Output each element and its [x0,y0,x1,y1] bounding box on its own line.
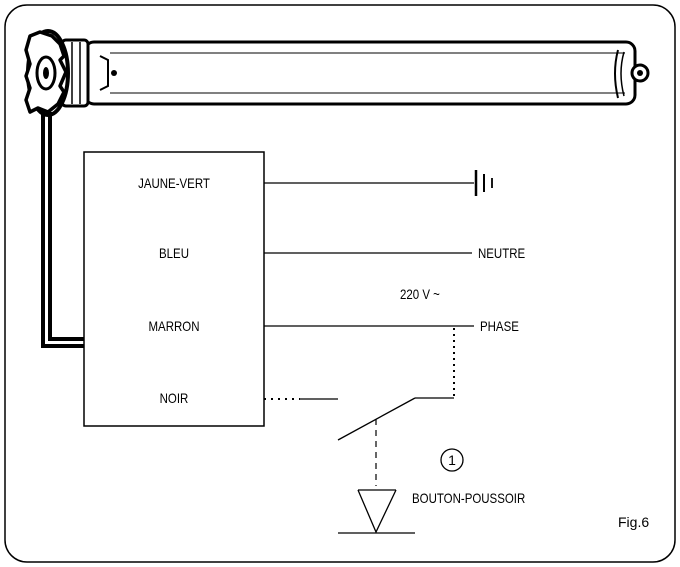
figure-caption: Fig.6 [618,514,649,530]
wire-label-marron: MARRON [148,318,199,334]
wire-label-bleu: BLEU [159,245,189,261]
motor-crown [24,29,117,117]
voltage-label: 220 V ~ [400,286,440,302]
tubular-motor [24,29,650,117]
neutral-label: NEUTRE [478,245,525,261]
push-button-circuit [264,328,455,534]
item-number: 1 [448,452,456,468]
earth-connection [264,170,493,196]
wire-label-jaune-vert: JAUNE-VERT [138,175,210,191]
push-button-icon [357,489,397,534]
motor-end-cap [630,63,650,83]
phase-label: PHASE [480,318,519,334]
motor-cable [41,112,84,348]
wire-label-noir: NOIR [160,390,189,406]
item-number-badge: 1 [440,448,464,472]
wire-terminal-box [83,151,265,427]
motor-tube [83,40,637,106]
push-button-label: BOUTON-POUSSOIR [412,490,525,506]
